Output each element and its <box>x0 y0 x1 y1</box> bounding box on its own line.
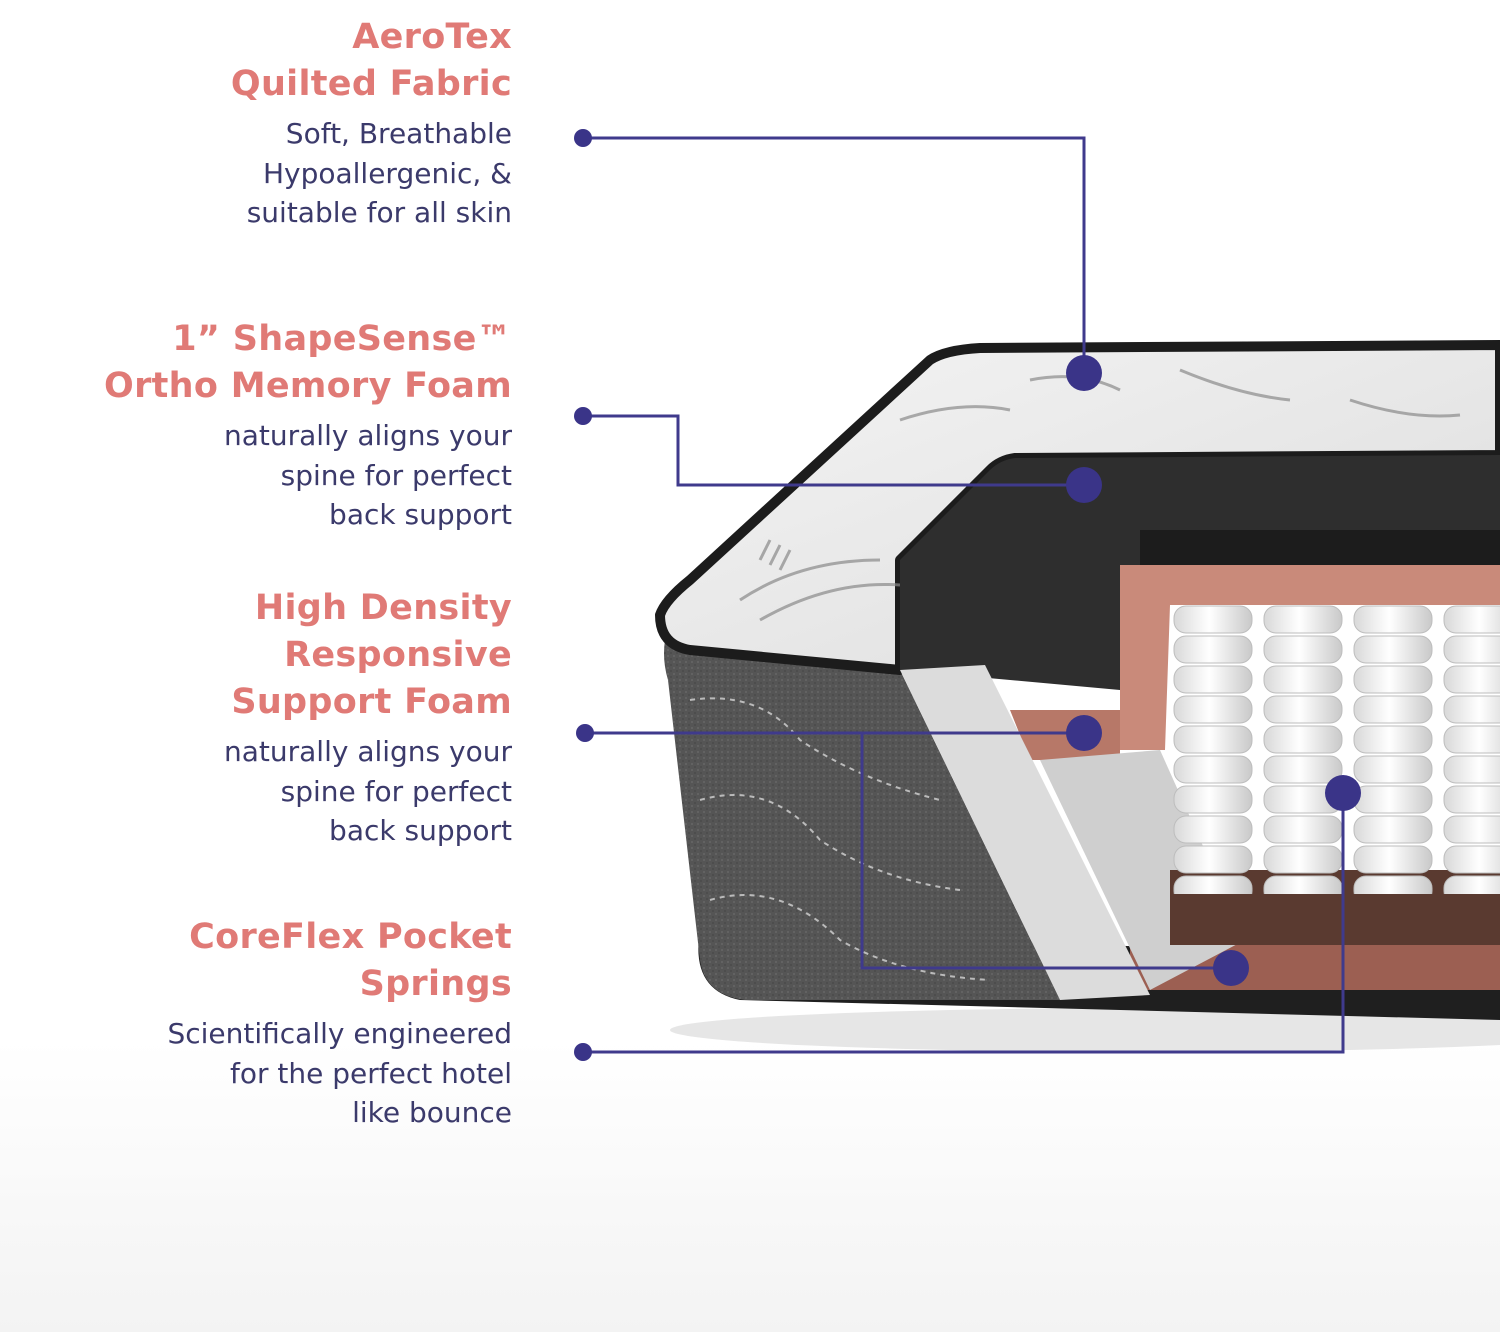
callout-start-dot-support-foam <box>576 724 594 742</box>
floor-shadow <box>670 1008 1500 1052</box>
callout-end-dot-support-foam <box>1066 715 1102 751</box>
callout-end-dot-coreflex <box>1325 775 1361 811</box>
callout-line-aerotex <box>583 136 1086 373</box>
callout-line-support-foam-bottom <box>860 733 1231 970</box>
callout-line-shapesense <box>583 414 1084 487</box>
layer-label-support-foam: High Density Responsive Support Foam nat… <box>224 585 512 851</box>
callout-start-dot-shapesense <box>574 407 592 425</box>
callout-end-dot-support-foam-bottom <box>1213 950 1249 986</box>
side-stitch-line <box>689 697 991 981</box>
layer-title: 1” ShapeSense™ Ortho Memory Foam <box>104 319 512 406</box>
layer-title: AeroTex Quilted Fabric <box>230 17 512 104</box>
layer-label-coreflex: CoreFlex Pocket Springs Scientifically e… <box>167 914 512 1133</box>
layer-description: naturally aligns your spine for perfect … <box>223 735 512 847</box>
callout-line-coreflex <box>583 793 1345 1054</box>
layer-label-shapesense: 1” ShapeSense™ Ortho Memory Foam natural… <box>104 316 512 535</box>
callout-end-dot-aerotex <box>1066 355 1102 391</box>
callout-end-dot-shapesense <box>1066 467 1102 503</box>
floor <box>0 1040 1500 1332</box>
memory-foam-layer <box>900 455 1500 690</box>
pocket-springs <box>1170 604 1500 894</box>
support-foam-top-layer <box>1120 565 1500 750</box>
layer-description: Scientifically engineered for the perfec… <box>167 1017 512 1129</box>
callout-start-dot-aerotex <box>574 129 592 147</box>
edge-foam-strip-outer <box>900 665 1150 1000</box>
layer-label-aerotex: AeroTex Quilted Fabric Soft, Breathable … <box>231 14 512 233</box>
layer-description: Soft, Breathable Hypoallergenic, & suita… <box>246 117 512 229</box>
callout-start-dot-coreflex <box>574 1043 592 1061</box>
layer-description: naturally aligns your spine for perfect … <box>223 419 512 531</box>
memory-foam-step <box>1140 530 1500 570</box>
quilt-pattern <box>739 368 1461 622</box>
layer-title: High Density Responsive Support Foam <box>231 588 512 722</box>
layer-title: CoreFlex Pocket Springs <box>189 917 512 1004</box>
